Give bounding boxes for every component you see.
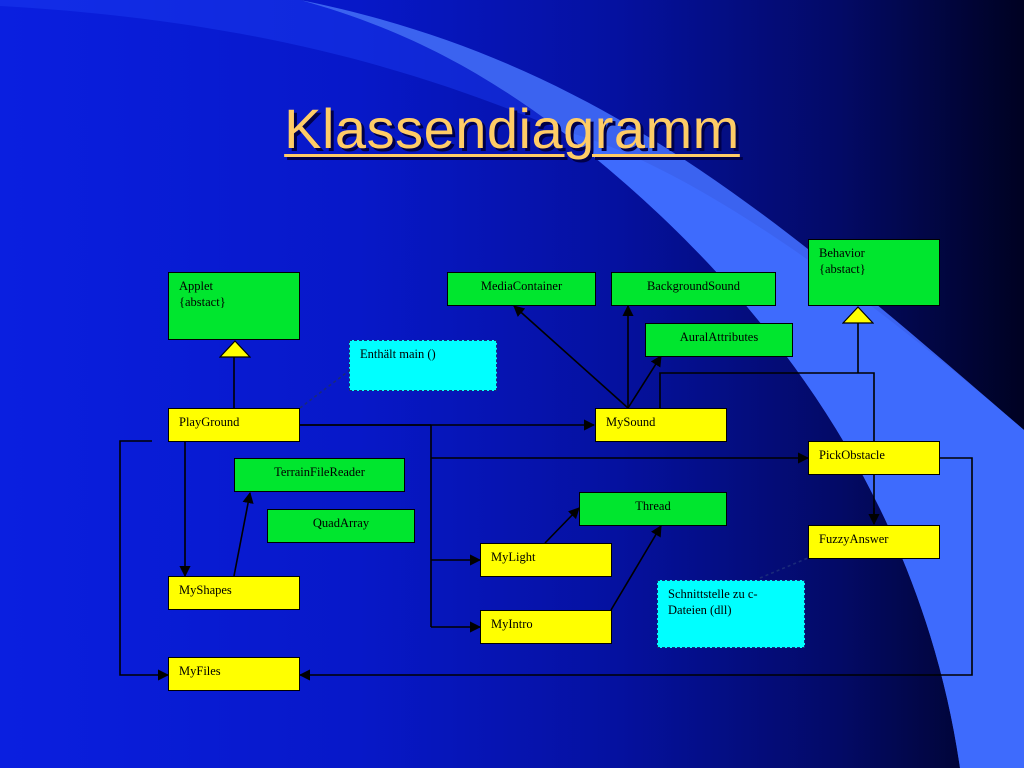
note-interface: Schnittstelle zu c- Dateien (dll) <box>657 580 805 648</box>
slide-title: Klassendiagramm <box>284 97 740 160</box>
class-myshapes: MyShapes <box>168 576 300 610</box>
inheritance-triangle-applet <box>219 340 251 358</box>
class-playground: PlayGround <box>168 408 300 442</box>
class-background-sound: BackgroundSound <box>611 272 776 306</box>
class-behavior: Behavior {abstact} <box>808 239 940 306</box>
class-terrain-file-reader: TerrainFileReader <box>234 458 405 492</box>
class-myintro: MyIntro <box>480 610 612 644</box>
inheritance-triangle-behavior <box>842 306 874 324</box>
class-media-container: MediaContainer <box>447 272 596 306</box>
class-applet: Applet {abstact} <box>168 272 300 340</box>
class-mysound: MySound <box>595 408 727 442</box>
class-fuzzy-answer: FuzzyAnswer <box>808 525 940 559</box>
class-pick-obstacle: PickObstacle <box>808 441 940 475</box>
class-thread: Thread <box>579 492 727 526</box>
class-quad-array: QuadArray <box>267 509 415 543</box>
class-aural-attributes: AuralAttributes <box>645 323 793 357</box>
class-myfiles: MyFiles <box>168 657 300 691</box>
note-main: Enthält main () <box>349 340 497 391</box>
class-mylight: MyLight <box>480 543 612 577</box>
